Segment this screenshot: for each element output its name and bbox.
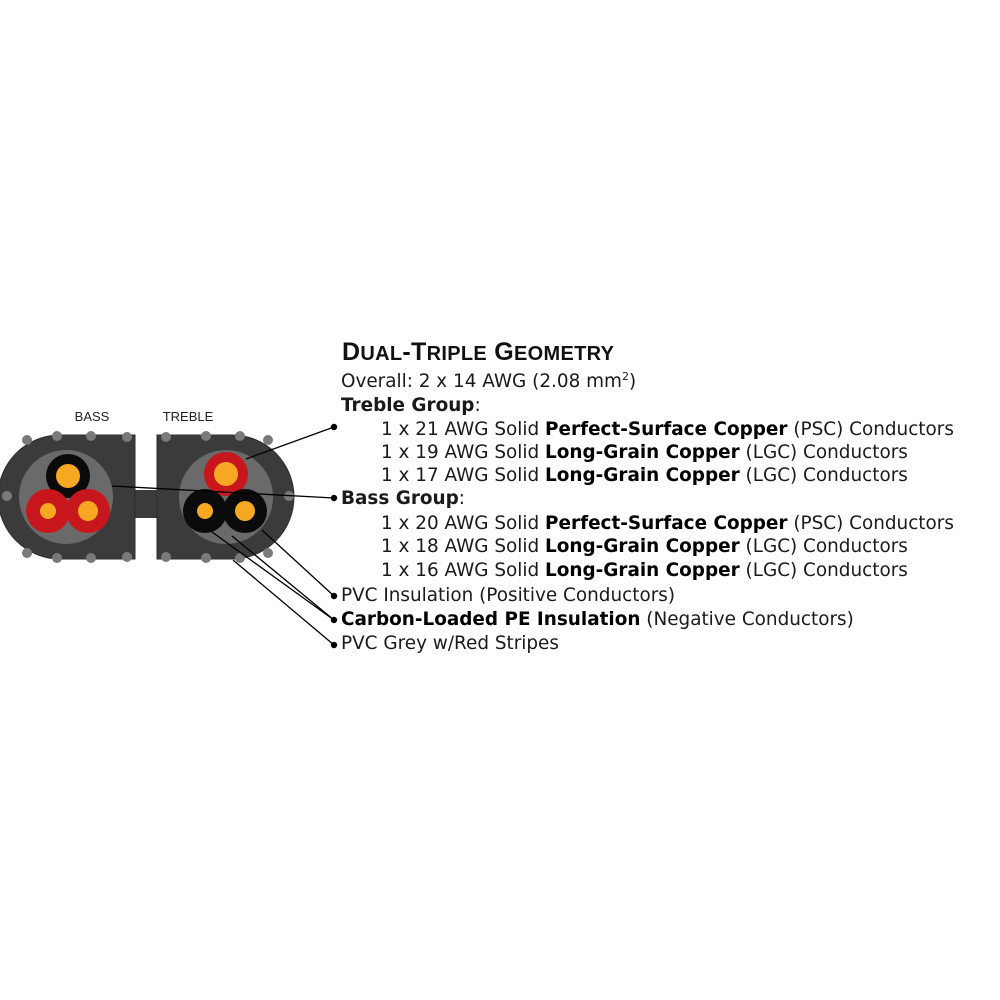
treble-spec-line: 1 x 17 AWG Solid Long-Grain Copper (LGC)… — [381, 465, 908, 486]
treble-group-heading: Treble Group: — [341, 395, 481, 416]
bass-label: BASS — [75, 409, 110, 424]
treble-spec-line: 1 x 19 AWG Solid Long-Grain Copper (LGC)… — [381, 442, 908, 463]
overall-spec: Overall: 2 x 14 AWG (2.08 mm2) — [341, 369, 637, 392]
treble-label: TREBLE — [163, 409, 214, 424]
callout-dots — [330, 423, 338, 649]
bass-conductors — [26, 454, 110, 533]
bass-group-heading: Bass Group: — [341, 488, 465, 509]
treble-conductors — [183, 452, 267, 533]
bass-spec-line: 1 x 18 AWG Solid Long-Grain Copper (LGC)… — [381, 536, 908, 557]
treble-spec-line: 1 x 21 AWG Solid Perfect-Surface Copper … — [381, 419, 954, 440]
carbon-pe-insulation-spec: Carbon-Loaded PE Insulation (Negative Co… — [341, 609, 854, 630]
bass-spec-line: 1 x 16 AWG Solid Long-Grain Copper (LGC)… — [381, 560, 908, 581]
callout-lines — [111, 426, 335, 646]
bass-spec-line: 1 x 20 AWG Solid Perfect-Surface Copper … — [381, 513, 954, 534]
jacket-spec: PVC Grey w/Red Stripes — [341, 633, 559, 654]
pvc-insulation-spec: PVC Insulation (Positive Conductors) — [341, 585, 676, 606]
spec-title: DUAL-TRIPLE GEOMETRY — [342, 338, 615, 366]
jacket-stripes — [2, 431, 294, 563]
